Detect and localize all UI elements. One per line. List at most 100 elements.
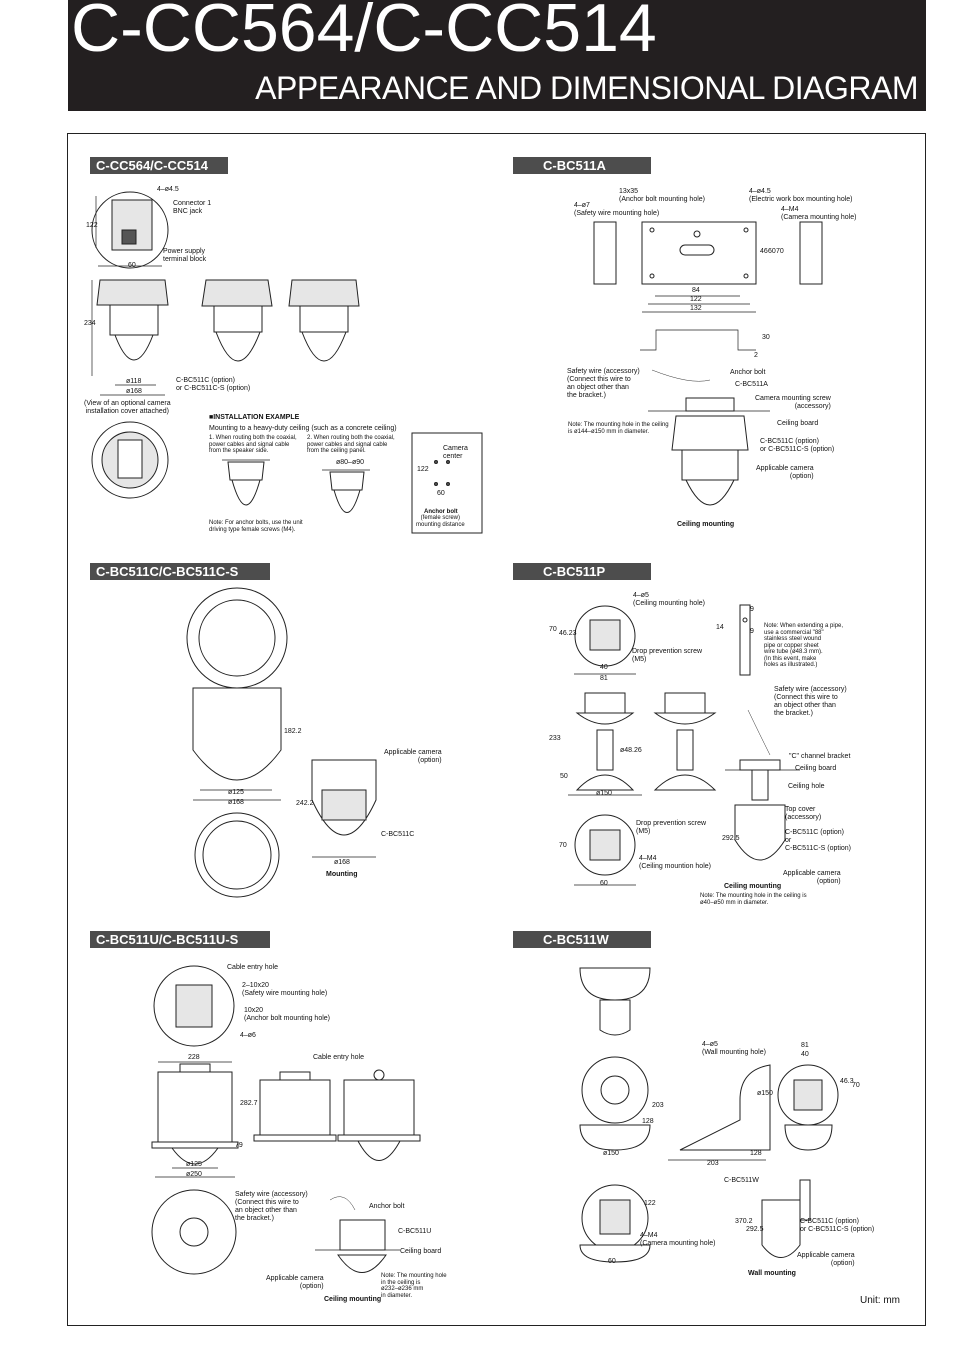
bc511a-dim-132: 132 (690, 305, 702, 312)
bc511p-dim-9a: 9 (750, 606, 754, 613)
bc511p-dim-70b: 70 (559, 842, 567, 849)
bc511p-m4-label: 4–M4 (Ceiling mountion hole) (639, 855, 711, 870)
bc511p-top-cover: Top cover (accessory) (785, 806, 822, 821)
bc511p-dim-233: 233 (549, 735, 561, 742)
bc511a-note: Note: The mounting hole in the ceiling i… (568, 422, 669, 435)
bc511w-dim-203v: 203 (652, 1102, 664, 1109)
bc511a-bracket-label: C-BC511A (735, 381, 768, 388)
bc511u-views (151, 965, 421, 1275)
bc511p-dim-150: ø150 (596, 790, 612, 797)
bc511c-dim-125: ø125 (228, 789, 244, 796)
title-banner: C-CC564/C-CC514 APPEARANCE AND DIMENSION… (68, 0, 926, 111)
bc511a-dim-122: 122 (690, 296, 702, 303)
bc511p-note: Note: The mounting hole in the ceiling i… (700, 893, 807, 906)
bc511a-wire-hole: 4–ø7 (Safety wire mounting hole) (574, 202, 660, 217)
bc511u-dim-228: 228 (188, 1054, 200, 1061)
bc511a-dim-84: 84 (692, 287, 700, 294)
install-title: ■INSTALLATION EXAMPLE (209, 414, 300, 421)
bc511p-dim-40: 40 (600, 664, 608, 671)
bc511w-caption: Wall mounting (748, 1270, 796, 1277)
bc511c-caption: Mounting (326, 871, 358, 878)
bc511w-dim-370: 370.2 (735, 1218, 753, 1225)
section-title-bc511u: C-BC511U/C-BC511U-S (90, 931, 270, 948)
cc564-view-label: (View of an optional camera installation… (84, 400, 171, 415)
bc511u-note: Note: The mounting hole in the ceiling i… (381, 1273, 447, 1299)
cc564-hole-label: 4–ø4.5 (157, 186, 179, 193)
bc511u-caption: Ceiling mounting (324, 1296, 382, 1303)
bc511p-views (568, 604, 800, 886)
bc511w-camera-label: Applicable camera (option) (797, 1252, 855, 1267)
anchor-bolt-title: Anchor bolt (424, 509, 458, 515)
bc511w-dim-128: 128 (750, 1150, 762, 1157)
bc511p-pipe-note: Note: When extending a pipe, use a comme… (764, 623, 844, 668)
cc564-dim-118: ø118 (126, 378, 142, 385)
bc511c-cover-label: C-BC511C (381, 831, 415, 838)
section-title-bc511p: C-BC511P (513, 563, 651, 580)
bc511p-board-label: Ceiling board (795, 765, 837, 772)
bc511a-dim-60: 60 (768, 248, 776, 255)
bc511a-views (593, 221, 823, 351)
bc511p-wire-label: Safety wire (accessory) (Connect this wi… (774, 686, 847, 717)
bc511a-anchor-label: Anchor bolt (730, 369, 766, 376)
install-dim-80: ø80–ø90 (336, 459, 365, 466)
section-title-bc511w: C-BC511W (513, 931, 651, 948)
section-title-cc564: C-CC564/C-CC514 (90, 157, 228, 174)
bc511c-camera-label: Applicable camera (option) (384, 749, 442, 764)
section-title-bc511a: C-BC511A (513, 157, 651, 174)
bc511w-bracket-label: C-BC511W (724, 1177, 759, 1184)
bc511p-dim-70: 70 (549, 626, 557, 633)
unit-label: Unit: mm (860, 1295, 900, 1306)
bc511c-dim-168b: ø168 (334, 859, 350, 866)
cc564-cover-label: C-BC511C (option) or C-BC511C-S (option) (176, 377, 251, 392)
install-example-1: 1. When routing both the coaxial, power … (209, 435, 297, 454)
bc511p-dim-60: 60 (600, 880, 608, 887)
bc511u-wire-hole: 2–10x20 (Safety wire mounting hole) (242, 982, 328, 997)
bc511u-dim-125: ø125 (186, 1161, 202, 1168)
install-example-2: 2. When routing both the coaxial, power … (307, 435, 395, 454)
cc564-power-label: Power supply terminal block (163, 248, 207, 263)
bc511w-dim-128v: 128 (642, 1118, 654, 1125)
bc511a-cover-label: C-BC511C (option) or C-BC511C-S (option) (760, 438, 835, 453)
bc511u-dim-79: 79 (235, 1142, 243, 1149)
bc511a-dim-46: 46 (760, 248, 768, 255)
anchor-bolt-marks (434, 460, 450, 486)
bc511p-dim-48: ø48.26 (620, 747, 642, 754)
bc511w-dim-40: 40 (801, 1051, 809, 1058)
bc511w-views (579, 967, 839, 1263)
bc511u-dim-250: ø250 (186, 1171, 202, 1178)
bc511w-m4-label: 4–M4 (Camera mounting hole) (640, 1232, 716, 1247)
cc564-dim-168: ø168 (126, 388, 142, 395)
bc511a-dim-2: 2 (754, 352, 758, 359)
camera-center-label: Camera center (443, 445, 468, 460)
bc511u-wire-label: Safety wire (accessory) (Connect this wi… (235, 1191, 308, 1222)
bc511c-dim-168: ø168 (228, 799, 244, 806)
section-title-bc511c: C-BC511C/C-BC511C-S (90, 563, 270, 580)
bc511w-cover-label: C-BC511C (option) or C-BC511C-S (option) (800, 1218, 875, 1233)
bc511u-anchor-hole: 10x20 (Anchor bolt mounting hole) (244, 1007, 330, 1022)
anchor-dim-122: 122 (417, 466, 429, 473)
bc511a-dim-30: 30 (762, 334, 770, 341)
bc511a-camera-hole: 4–M4 (Camera mounting hole) (781, 206, 857, 221)
bc511c-dim-242: 242.2 (296, 800, 314, 807)
bc511c-views (186, 587, 377, 898)
bc511c-dim-182: 182.2 (284, 728, 302, 735)
bc511p-dim-9b: 9 (750, 628, 754, 635)
bc511p-dim-14: 14 (716, 624, 724, 631)
bc511p-camera-label: Applicable camera (option) (783, 870, 841, 885)
bc511a-screw-label: Camera mounting screw (accessory) (755, 395, 831, 410)
install-subtitle: Mounting to a heavy-duty ceiling (such a… (209, 425, 397, 432)
bc511w-dim-150v: ø150 (757, 1090, 773, 1097)
bc511u-bracket-label: C-BC511U (398, 1228, 432, 1235)
bc511a-anchor-hole: 13x35 (Anchor bolt mounting hole) (619, 188, 705, 203)
cc564-dim-122: 122 (86, 222, 98, 229)
anchor-dim-60: 60 (437, 490, 445, 497)
bc511u-cable-entry: Cable entry hole (227, 964, 278, 971)
bc511u-dim-282: 282.7 (240, 1100, 258, 1107)
bc511p-screw-label: Drop prevention screw (M5) (632, 648, 703, 663)
anchor-bolt-sub: (female screw) mounting distance (416, 515, 465, 528)
bc511w-dim-46: 46.3 (840, 1078, 854, 1085)
bc511w-dim-150: ø150 (603, 1150, 619, 1157)
cc564-side-views (91, 279, 360, 396)
install-examples (222, 459, 370, 513)
bc511u-board-label: Ceiling board (400, 1248, 442, 1255)
